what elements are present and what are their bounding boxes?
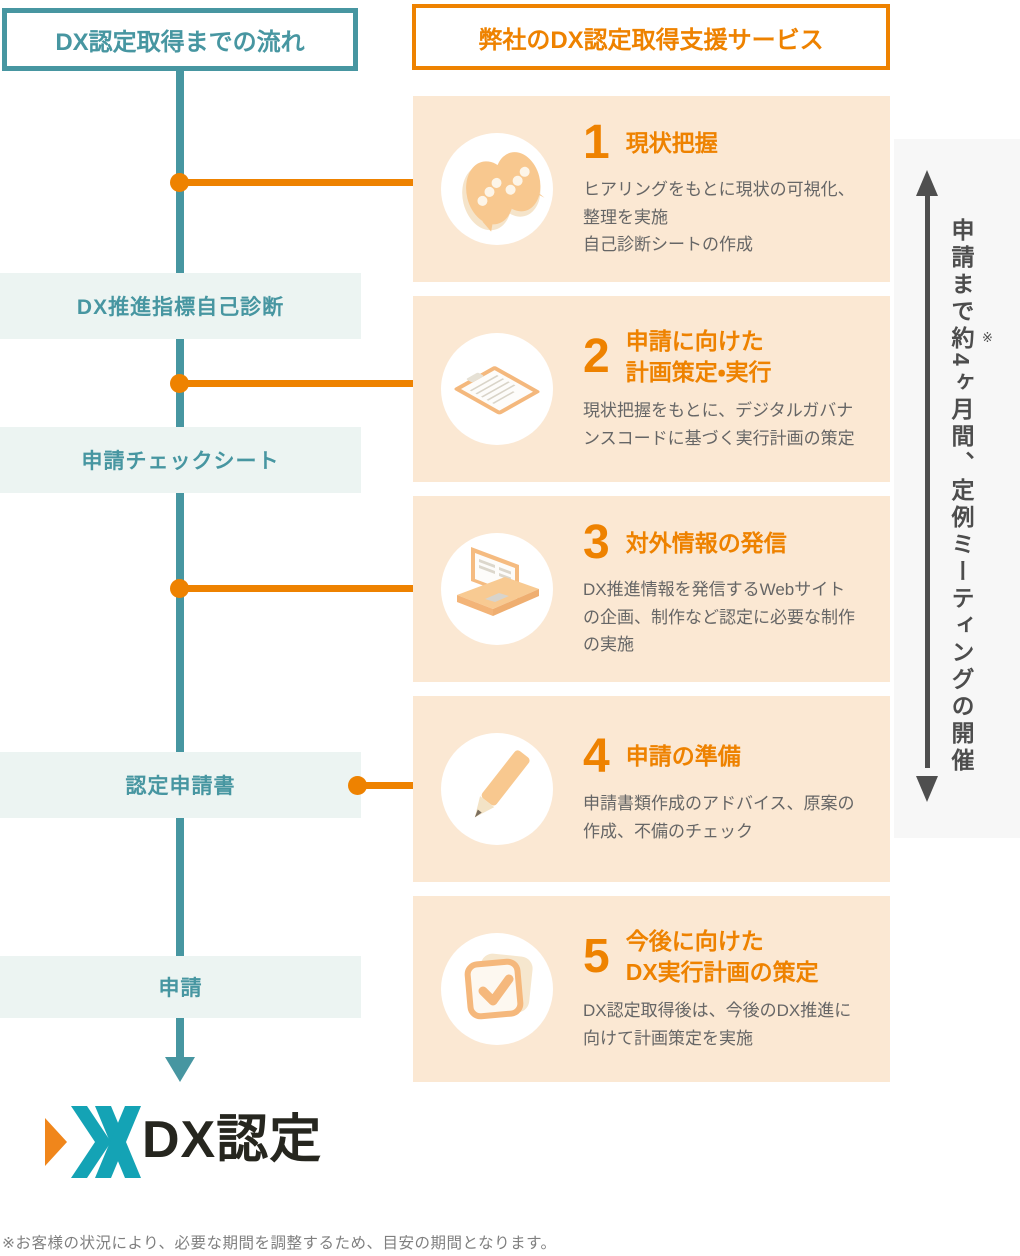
- connector-line-2: [180, 380, 413, 387]
- milestone-label: DX推進指標自己診断: [76, 296, 285, 319]
- duration-asterisk: ※: [982, 330, 993, 345]
- connector-dot-2: [170, 374, 189, 393]
- milestone-dx-self-assessment: DX推進指標自己診断: [0, 273, 361, 339]
- milestone-label: 申請: [158, 977, 203, 1000]
- step-1-content: 1 現状把握 ヒアリングをもとに現状の可視化、 整理を実施 自己診断シートの作成: [583, 119, 883, 259]
- double-arrow-down-icon: [916, 776, 938, 802]
- milestone-check-sheet: 申請チェックシート: [0, 427, 361, 493]
- step-4-content: 4 申請の準備 申請書類作成のアドバイス、原案の 作成、不備のチェック: [583, 729, 883, 845]
- double-arrow-up-icon: [916, 170, 938, 196]
- step-card-3: 3 対外情報の発信 DX推進情報を発信するWebサイト の企画、制作など認定に必…: [413, 496, 890, 682]
- connector-dot-3: [170, 579, 189, 598]
- step-3-content: 3 対外情報の発信 DX推進情報を発信するWebサイト の企画、制作など認定に必…: [583, 519, 883, 659]
- step-card-5: 5 今後に向けた DX実行計画の策定 DX認定取得後は、今後のDX推進に 向けて…: [413, 896, 890, 1082]
- connector-dot-4: [348, 776, 367, 795]
- footnote: ※お客様の状況により、必要な期間を調整するため、目安の期間となります。: [2, 1235, 557, 1252]
- timeline-arrowhead-icon: [165, 1057, 195, 1082]
- check-document-icon: [464, 953, 533, 1020]
- dx-certification-logo-text: DX認定: [142, 1111, 323, 1169]
- step-5-number: 5: [583, 929, 610, 983]
- step-1-description: ヒアリングをもとに現状の可視化、 整理を実施 自己診断シートの作成: [583, 180, 855, 255]
- timeline-line: [176, 71, 184, 1059]
- step-5-description: DX認定取得後は、今後のDX推進に 向けて計画策定を実施: [583, 1001, 852, 1048]
- step-4-number: 4: [583, 729, 610, 783]
- step-5-title: 今後に向けた DX実行計画の策定: [625, 927, 819, 985]
- step-2-icon-circle: [441, 333, 553, 445]
- step-4-icon-circle: [441, 733, 553, 845]
- milestone-application-form: 認定申請書: [0, 752, 361, 818]
- step-5-icon-circle: [441, 933, 553, 1045]
- services-header: 弊社のDX認定取得支援サービス: [412, 4, 890, 70]
- laptop-icon: [457, 547, 539, 616]
- step-3-icon-circle: [441, 533, 553, 645]
- step-4-description: 申請書類作成のアドバイス、原案の 作成、不備のチェック: [583, 793, 855, 841]
- step-card-1: 1 現状把握 ヒアリングをもとに現状の可視化、 整理を実施 自己診断シートの作成: [413, 96, 890, 282]
- connector-dot-1: [170, 173, 189, 192]
- clipboard-icon: [454, 366, 540, 415]
- left-flow-header: DX認定取得までの流れ: [2, 8, 358, 71]
- step-1-icon-circle: [441, 133, 553, 245]
- connector-line-1: [180, 179, 413, 186]
- services-header-label: 弊社のDX認定取得支援サービス: [478, 26, 824, 54]
- connector-line-3: [180, 585, 413, 592]
- step-card-2: 2 申請に向けた 計画策定・実行 現状把握をもとに、デジタルガバナ ンスコードに…: [413, 296, 890, 482]
- step-card-4: 4 申請の準備 申請書類作成のアドバイス、原案の 作成、不備のチェック: [413, 696, 890, 882]
- milestone-label: 申請チェックシート: [81, 450, 280, 473]
- speech-bubbles-icon: [462, 152, 545, 232]
- duration-panel: [894, 139, 1020, 838]
- duration-vertical-text: 申請まで約4ヶ月間、定例ミーティングの開催: [948, 218, 974, 775]
- connector-line-4: [358, 782, 413, 789]
- step-2-title: 申請に向けた 計画策定・実行: [625, 327, 772, 385]
- step-2-number: 2: [583, 329, 610, 383]
- pencil-icon: [474, 750, 530, 818]
- milestone-label: 認定申請書: [125, 775, 236, 798]
- step-3-description: DX推進情報を発信するWebサイト の企画、制作など認定に必要な制作 の実施: [583, 580, 855, 655]
- milestone-application: 申請: [0, 956, 361, 1018]
- dx-certification-logo-icon: [45, 1106, 141, 1178]
- step-4-title: 申請の準備: [625, 743, 741, 770]
- step-3-number: 3: [583, 516, 610, 570]
- step-2-content: 2 申請に向けた 計画策定・実行 現状把握をもとに、デジタルガバナ ンスコードに…: [583, 326, 883, 452]
- step-5-content: 5 今後に向けた DX実行計画の策定 DX認定取得後は、今後のDX推進に 向けて…: [583, 926, 883, 1052]
- step-1-number: 1: [583, 116, 610, 170]
- step-2-description: 現状把握をもとに、デジタルガバナ ンスコードに基づく実行計画の策定: [583, 401, 855, 448]
- step-1-title: 現状把握: [625, 129, 718, 156]
- step-3-title: 対外情報の発信: [625, 529, 787, 556]
- left-flow-header-label: DX認定取得までの流れ: [55, 29, 305, 56]
- double-arrow-line: [925, 188, 930, 768]
